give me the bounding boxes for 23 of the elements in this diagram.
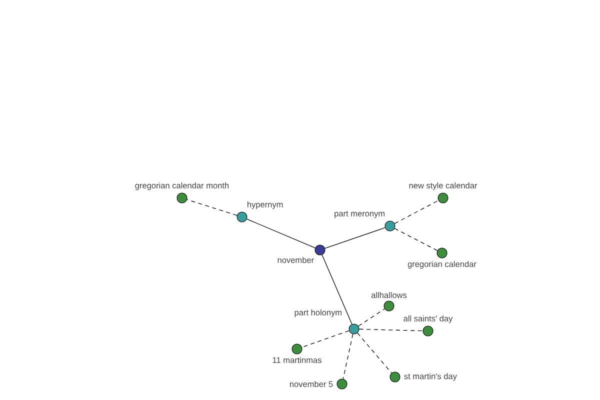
connector-line	[186, 199, 238, 216]
connector-line	[322, 254, 352, 324]
connector-line	[358, 328, 424, 332]
node-label: gregorian calendar month	[135, 182, 229, 190]
connector-line	[302, 330, 350, 348]
node-label: all saints' day	[404, 315, 453, 324]
connector-line	[357, 332, 392, 374]
connector-line	[246, 218, 316, 248]
connector-line	[394, 228, 438, 251]
connector-line	[394, 200, 439, 224]
node-label: new style calendar	[409, 182, 478, 190]
node-label: hypernym	[248, 201, 283, 210]
connector-line	[324, 227, 386, 249]
node-label: november 5	[290, 380, 333, 388]
node-label: gregorian calendar	[408, 260, 476, 269]
node-label: st martin's day	[404, 373, 457, 381]
connector-line	[342, 334, 354, 380]
node-label: part meronym	[334, 211, 384, 218]
node-label: part holonym	[294, 309, 342, 318]
node-label: 11 martinmas	[272, 356, 322, 363]
connector-line	[358, 308, 385, 326]
node-label: allhallows	[371, 292, 407, 298]
node-label: november	[278, 256, 314, 263]
